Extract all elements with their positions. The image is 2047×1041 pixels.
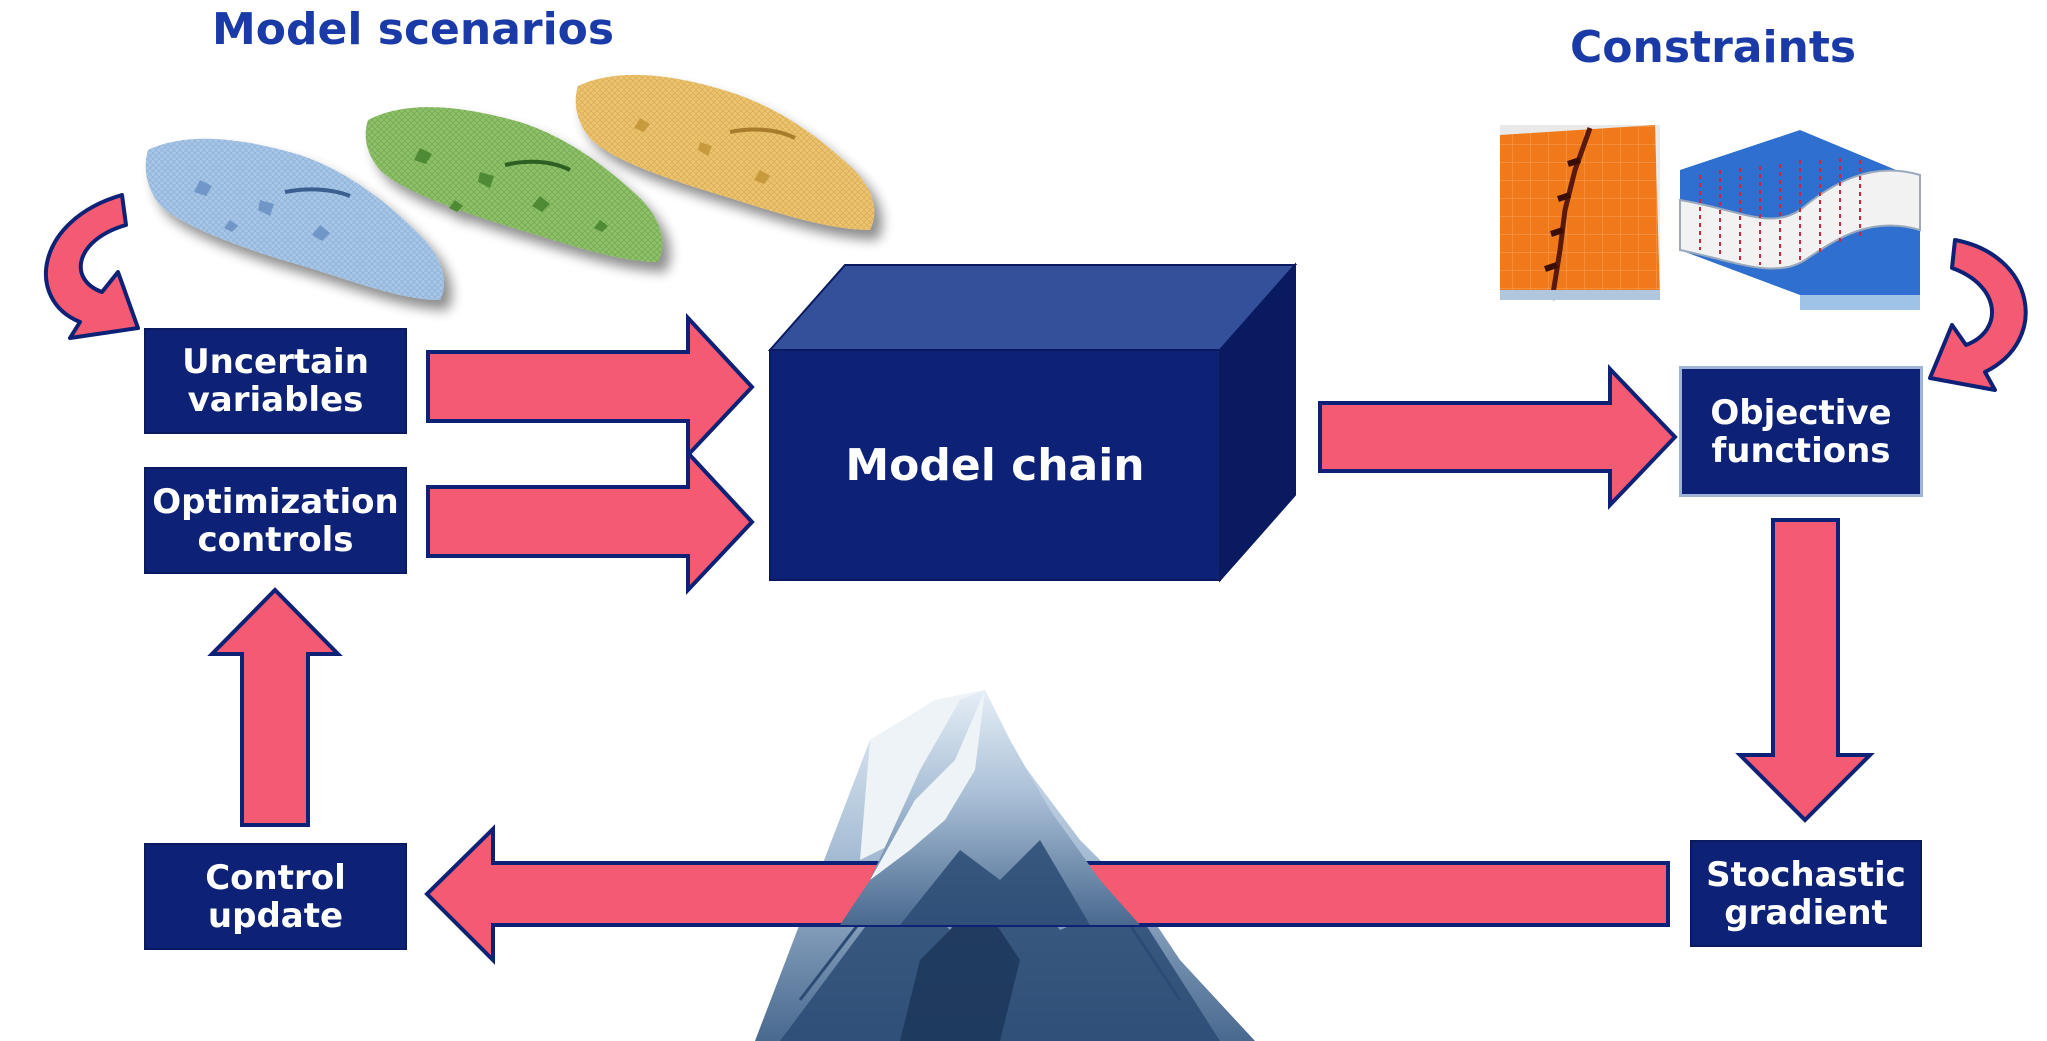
scenario-blue-reservoir: [145, 138, 444, 300]
optimization-controls-line-1: Optimization: [152, 481, 399, 522]
arrow-update-to-controls: [207, 587, 343, 827]
objective-functions-line-1: Objective: [1710, 392, 1892, 433]
model-chain-label: Model chain: [845, 439, 1145, 491]
stochastic-gradient-box: Stochastic gradient: [1690, 840, 1922, 947]
objective-functions-line-2: functions: [1711, 430, 1891, 471]
control-update-line-2: update: [207, 895, 344, 936]
optimization-controls-line-2: controls: [197, 519, 354, 560]
uncertainty-loop-arrow: [44, 193, 140, 340]
optimization-controls-box: Optimization controls: [144, 467, 407, 574]
arrow-objective-to-gradient: [1735, 518, 1875, 823]
objective-loop-arrow: [1928, 238, 2028, 392]
arrow-controls-to-model: [426, 447, 755, 596]
model-chain-box: [767, 262, 1298, 583]
mountain-peak-foreground: [840, 690, 1140, 925]
constraints-heading: Constraints: [1570, 22, 1857, 73]
constraint-fold-surface-image: [1679, 130, 1921, 310]
uncertain-variables-box: Uncertain variables: [144, 328, 407, 434]
arrow-model-to-objective: [1318, 364, 1678, 510]
stochastic-gradient-line-1: Stochastic: [1706, 854, 1906, 895]
constraint-fault-grid-image: [1500, 125, 1660, 301]
objective-functions-box: Objective functions: [1679, 366, 1923, 497]
scenario-green-reservoir: [365, 107, 663, 263]
control-update-box: Control update: [144, 843, 407, 950]
scenario-yellow-reservoir: [575, 74, 875, 230]
stochastic-gradient-line-2: gradient: [1724, 892, 1888, 933]
control-update-line-1: Control: [205, 857, 346, 898]
arrow-uncertain-to-model: [426, 312, 755, 461]
uncertain-variables-line-2: variables: [187, 380, 364, 420]
uncertain-variables-line-1: Uncertain: [182, 342, 369, 382]
model-scenarios-heading: Model scenarios: [212, 4, 615, 55]
